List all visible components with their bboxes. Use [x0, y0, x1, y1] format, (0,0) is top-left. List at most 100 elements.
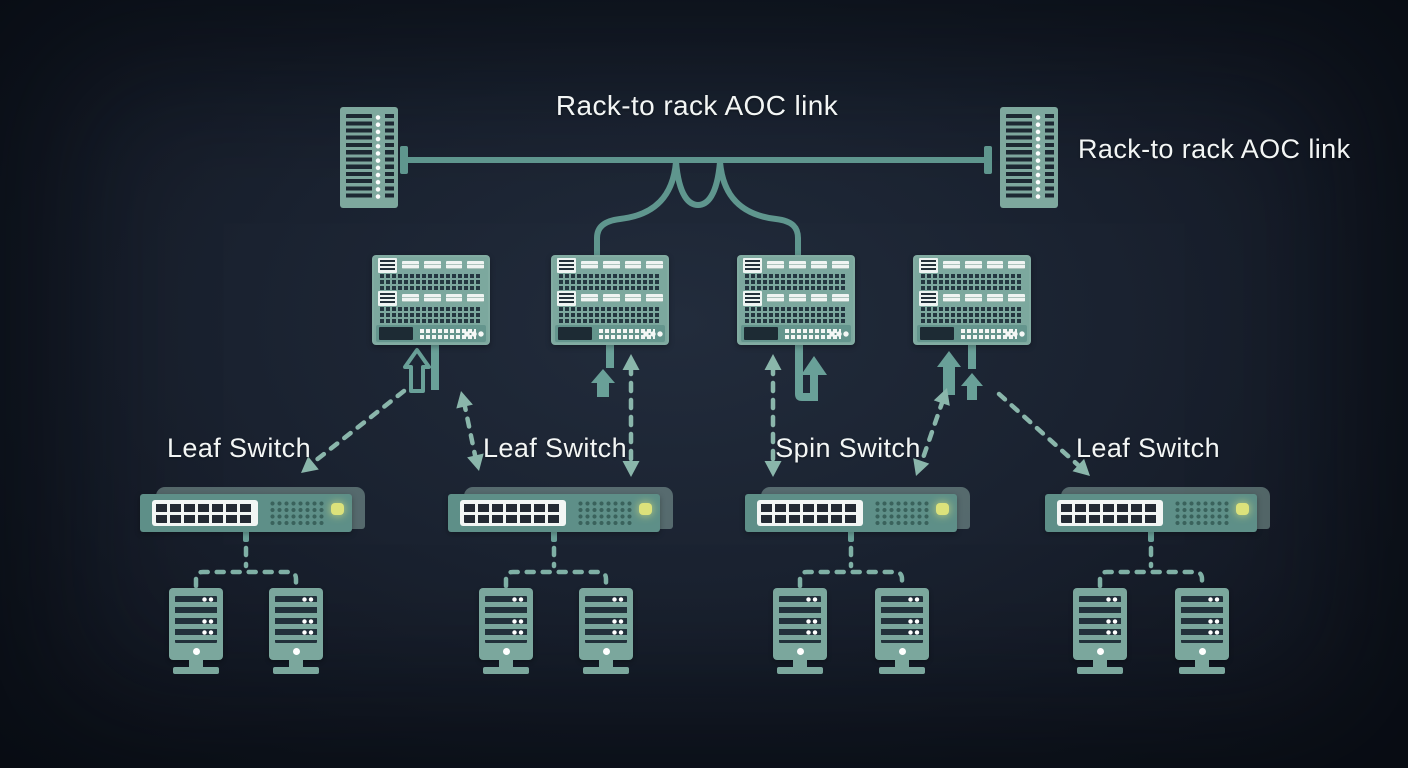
label-chip [624, 261, 642, 269]
leaf-switch-4 [1045, 487, 1270, 533]
label-chip [423, 261, 441, 269]
label-chip [767, 261, 784, 269]
port-grid [380, 306, 482, 323]
port-grid [559, 273, 661, 290]
status-dots [464, 331, 484, 337]
port-grid [745, 273, 847, 290]
led-dots [612, 596, 624, 602]
panel-box-icon [919, 257, 938, 273]
rack-right [1000, 107, 1058, 208]
vent-dot-grid [875, 501, 931, 526]
status-bar [376, 325, 486, 342]
leaf-switch-1 [140, 487, 365, 533]
label-chip [986, 294, 1004, 302]
ethernet-ports [464, 503, 562, 523]
label-chip [467, 261, 484, 269]
label-chip [423, 294, 441, 302]
label-chip [646, 261, 663, 269]
led-dots [1208, 596, 1220, 602]
server-6 [875, 588, 929, 674]
server-5 [773, 588, 827, 674]
label-chip [810, 294, 828, 302]
label-chip [1008, 261, 1025, 269]
switch-body [745, 494, 957, 532]
rack-led-dots [1035, 115, 1041, 201]
power-dot [1198, 648, 1206, 655]
led-dots [1208, 629, 1220, 635]
led-dots [612, 629, 624, 635]
label-chip [986, 261, 1004, 269]
port-panel [1057, 500, 1163, 526]
status-bar [741, 325, 851, 342]
uplink-arrows [403, 343, 983, 401]
label-chip [581, 261, 598, 269]
rack-right-label: Rack-to rack AOC link [1078, 134, 1351, 164]
label-strip [557, 290, 663, 306]
label-strip [919, 257, 1025, 273]
server-stand [289, 660, 303, 667]
port-panel [152, 500, 258, 526]
display-screen [379, 327, 413, 340]
server-1 [169, 588, 223, 674]
ethernet-ports [1061, 503, 1159, 523]
aoc-link-line [403, 157, 989, 261]
label-chip [810, 261, 828, 269]
port-grid [745, 306, 847, 323]
server-base [483, 667, 529, 674]
server-base [1179, 667, 1225, 674]
vent-dot-grid [578, 501, 634, 526]
server-7 [1073, 588, 1127, 674]
server-stand [499, 660, 513, 667]
status-dots [829, 331, 849, 337]
server-base [173, 667, 219, 674]
spin-switch [745, 487, 970, 533]
panel-box-icon [557, 257, 576, 273]
server-base [879, 667, 925, 674]
led-dots [806, 618, 818, 624]
power-dot [192, 648, 200, 655]
power-dot [796, 648, 804, 655]
label-chip [767, 294, 784, 302]
indicator-grid [785, 328, 841, 339]
label-chip [402, 294, 419, 302]
label-chip [832, 294, 849, 302]
led-indicator [331, 503, 344, 515]
port-grid [559, 306, 661, 323]
led-dots [512, 596, 524, 602]
label-chip [445, 294, 463, 302]
server-3 [479, 588, 533, 674]
port-panel [757, 500, 863, 526]
server-base [273, 667, 319, 674]
rack-led-dots [375, 115, 381, 201]
spine-switch-1 [372, 255, 490, 345]
label-chip [581, 294, 598, 302]
display-screen [920, 327, 954, 340]
led-indicator [639, 503, 652, 515]
server-stand [1195, 660, 1209, 667]
led-dots [302, 618, 314, 624]
leaf-switch-4-label: Leaf Switch [1076, 433, 1220, 463]
server-base [777, 667, 823, 674]
led-indicator [1236, 503, 1249, 515]
power-dot [1096, 648, 1104, 655]
status-dots [1005, 331, 1025, 337]
led-dots [806, 596, 818, 602]
led-dots [908, 596, 920, 602]
led-dots [302, 596, 314, 602]
label-strip [743, 290, 849, 306]
led-dots [908, 618, 920, 624]
power-dot [292, 648, 300, 655]
up-arrow-icon [961, 373, 983, 400]
display-screen [744, 327, 778, 340]
u-turn-arrow-icon [795, 343, 827, 401]
up-arrow-icon [937, 351, 961, 395]
server-base [583, 667, 629, 674]
server-2 [269, 588, 323, 674]
label-chip [943, 261, 960, 269]
label-chip [788, 294, 806, 302]
indicator-grid [599, 328, 655, 339]
led-dots [512, 629, 524, 635]
rack-unit-bars-small [385, 114, 394, 201]
